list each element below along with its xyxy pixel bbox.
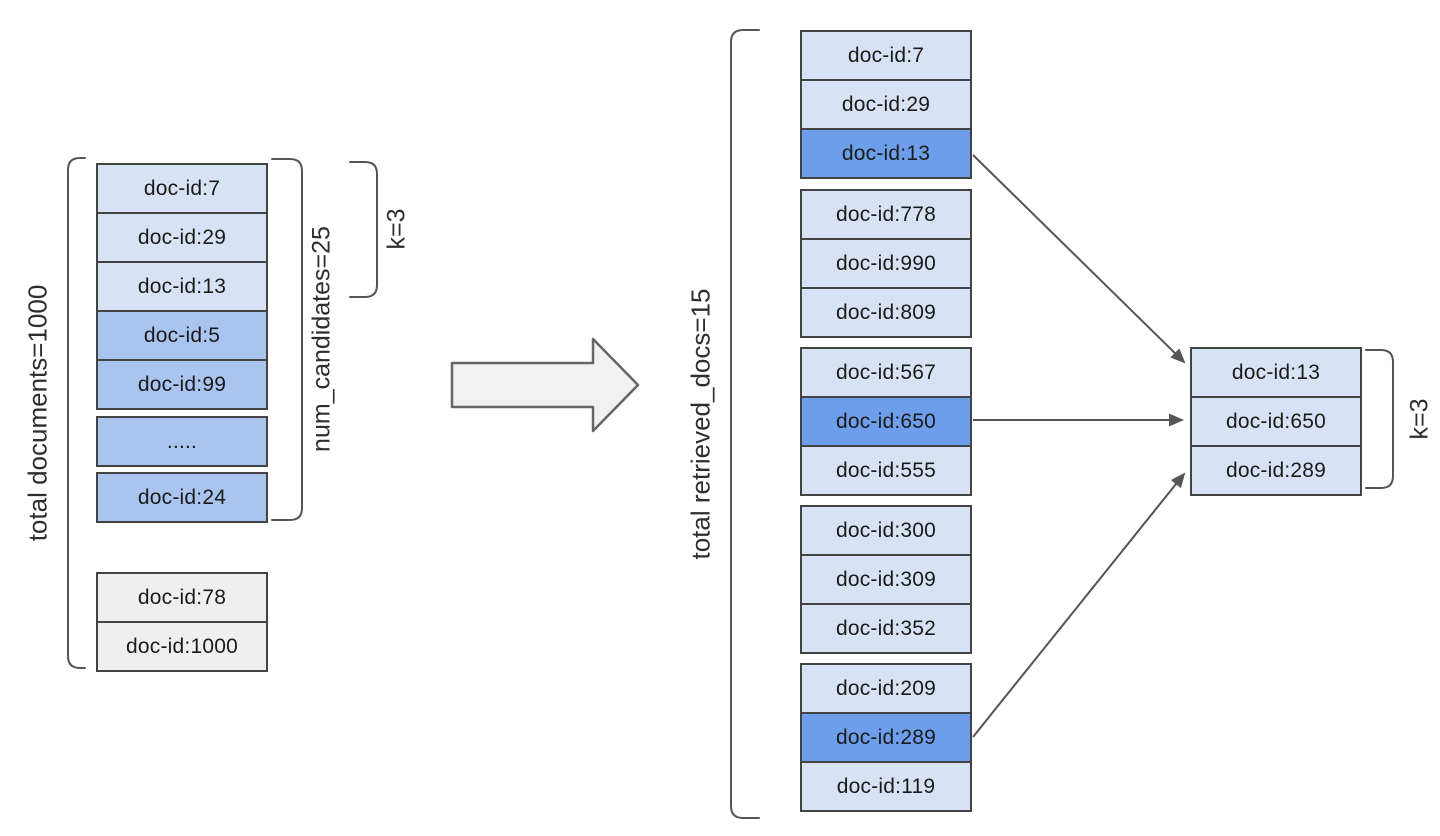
doc-box: doc-id:309 — [800, 554, 972, 605]
doc-box: doc-id:5 — [96, 310, 268, 361]
retrieved-docs-column: doc-id:7 doc-id:29 doc-id:13 doc-id:778 … — [800, 30, 972, 812]
doc-box: doc-id:650 — [1190, 396, 1362, 447]
doc-box: doc-id:29 — [800, 79, 972, 130]
bracket-total-documents — [67, 157, 86, 669]
label-total-retrieved: total retrieved_docs=15 — [685, 288, 716, 560]
bracket-total-retrieved — [730, 29, 760, 819]
label-total-documents: total documents=1000 — [22, 284, 53, 542]
doc-box: doc-id:352 — [800, 603, 972, 654]
label-k-left: k=3 — [382, 208, 411, 250]
label-k-right: k=3 — [1405, 398, 1434, 440]
doc-box: doc-id:78 — [96, 572, 268, 623]
doc-box-selected: doc-id:289 — [800, 712, 972, 763]
candidate-pool-stack: doc-id:7 doc-id:29 doc-id:13 doc-id:5 do… — [96, 163, 268, 523]
arrow-doc13-to-topk-icon — [972, 154, 1186, 364]
doc-box: doc-id:990 — [800, 238, 972, 289]
doc-box: doc-id:209 — [800, 663, 972, 714]
retrieved-group: doc-id:300 doc-id:309 doc-id:352 — [800, 505, 972, 654]
retrieved-group: doc-id:567 doc-id:650 doc-id:555 — [800, 347, 972, 496]
bracket-k-right — [1365, 349, 1394, 489]
doc-box: doc-id:7 — [96, 163, 268, 214]
retrieved-group: doc-id:7 doc-id:29 doc-id:13 — [800, 30, 972, 179]
bracket-num-candidates — [271, 158, 303, 521]
doc-box: doc-id:1000 — [96, 621, 268, 672]
doc-box: doc-id:567 — [800, 347, 972, 398]
retrieved-group: doc-id:778 doc-id:990 doc-id:809 — [800, 189, 972, 338]
doc-box: doc-id:778 — [800, 189, 972, 240]
label-num-candidates: num_candidates=25 — [307, 226, 336, 452]
arrow-doc289-to-topk-icon — [972, 472, 1186, 738]
doc-box-selected: doc-id:650 — [800, 396, 972, 447]
doc-box: doc-id:119 — [800, 761, 972, 812]
doc-box: doc-id:24 — [96, 472, 268, 523]
doc-box-ellipsis: ..... — [96, 416, 268, 467]
doc-box: doc-id:13 — [1190, 347, 1362, 398]
doc-box: doc-id:13 — [96, 261, 268, 312]
non-candidate-documents: doc-id:78 doc-id:1000 — [96, 572, 268, 672]
transform-block-arrow-icon — [450, 337, 640, 433]
bracket-k-left — [349, 161, 378, 298]
doc-box: doc-id:29 — [96, 212, 268, 263]
doc-box: doc-id:555 — [800, 445, 972, 496]
doc-box: doc-id:300 — [800, 505, 972, 556]
doc-box-selected: doc-id:13 — [800, 128, 972, 179]
final-topk-box: doc-id:13 doc-id:650 doc-id:289 — [1190, 347, 1362, 496]
doc-box: doc-id:809 — [800, 287, 972, 338]
doc-box: doc-id:99 — [96, 359, 268, 410]
retrieved-group: doc-id:209 doc-id:289 doc-id:119 — [800, 663, 972, 812]
doc-box: doc-id:7 — [800, 30, 972, 81]
doc-box: doc-id:289 — [1190, 445, 1362, 496]
